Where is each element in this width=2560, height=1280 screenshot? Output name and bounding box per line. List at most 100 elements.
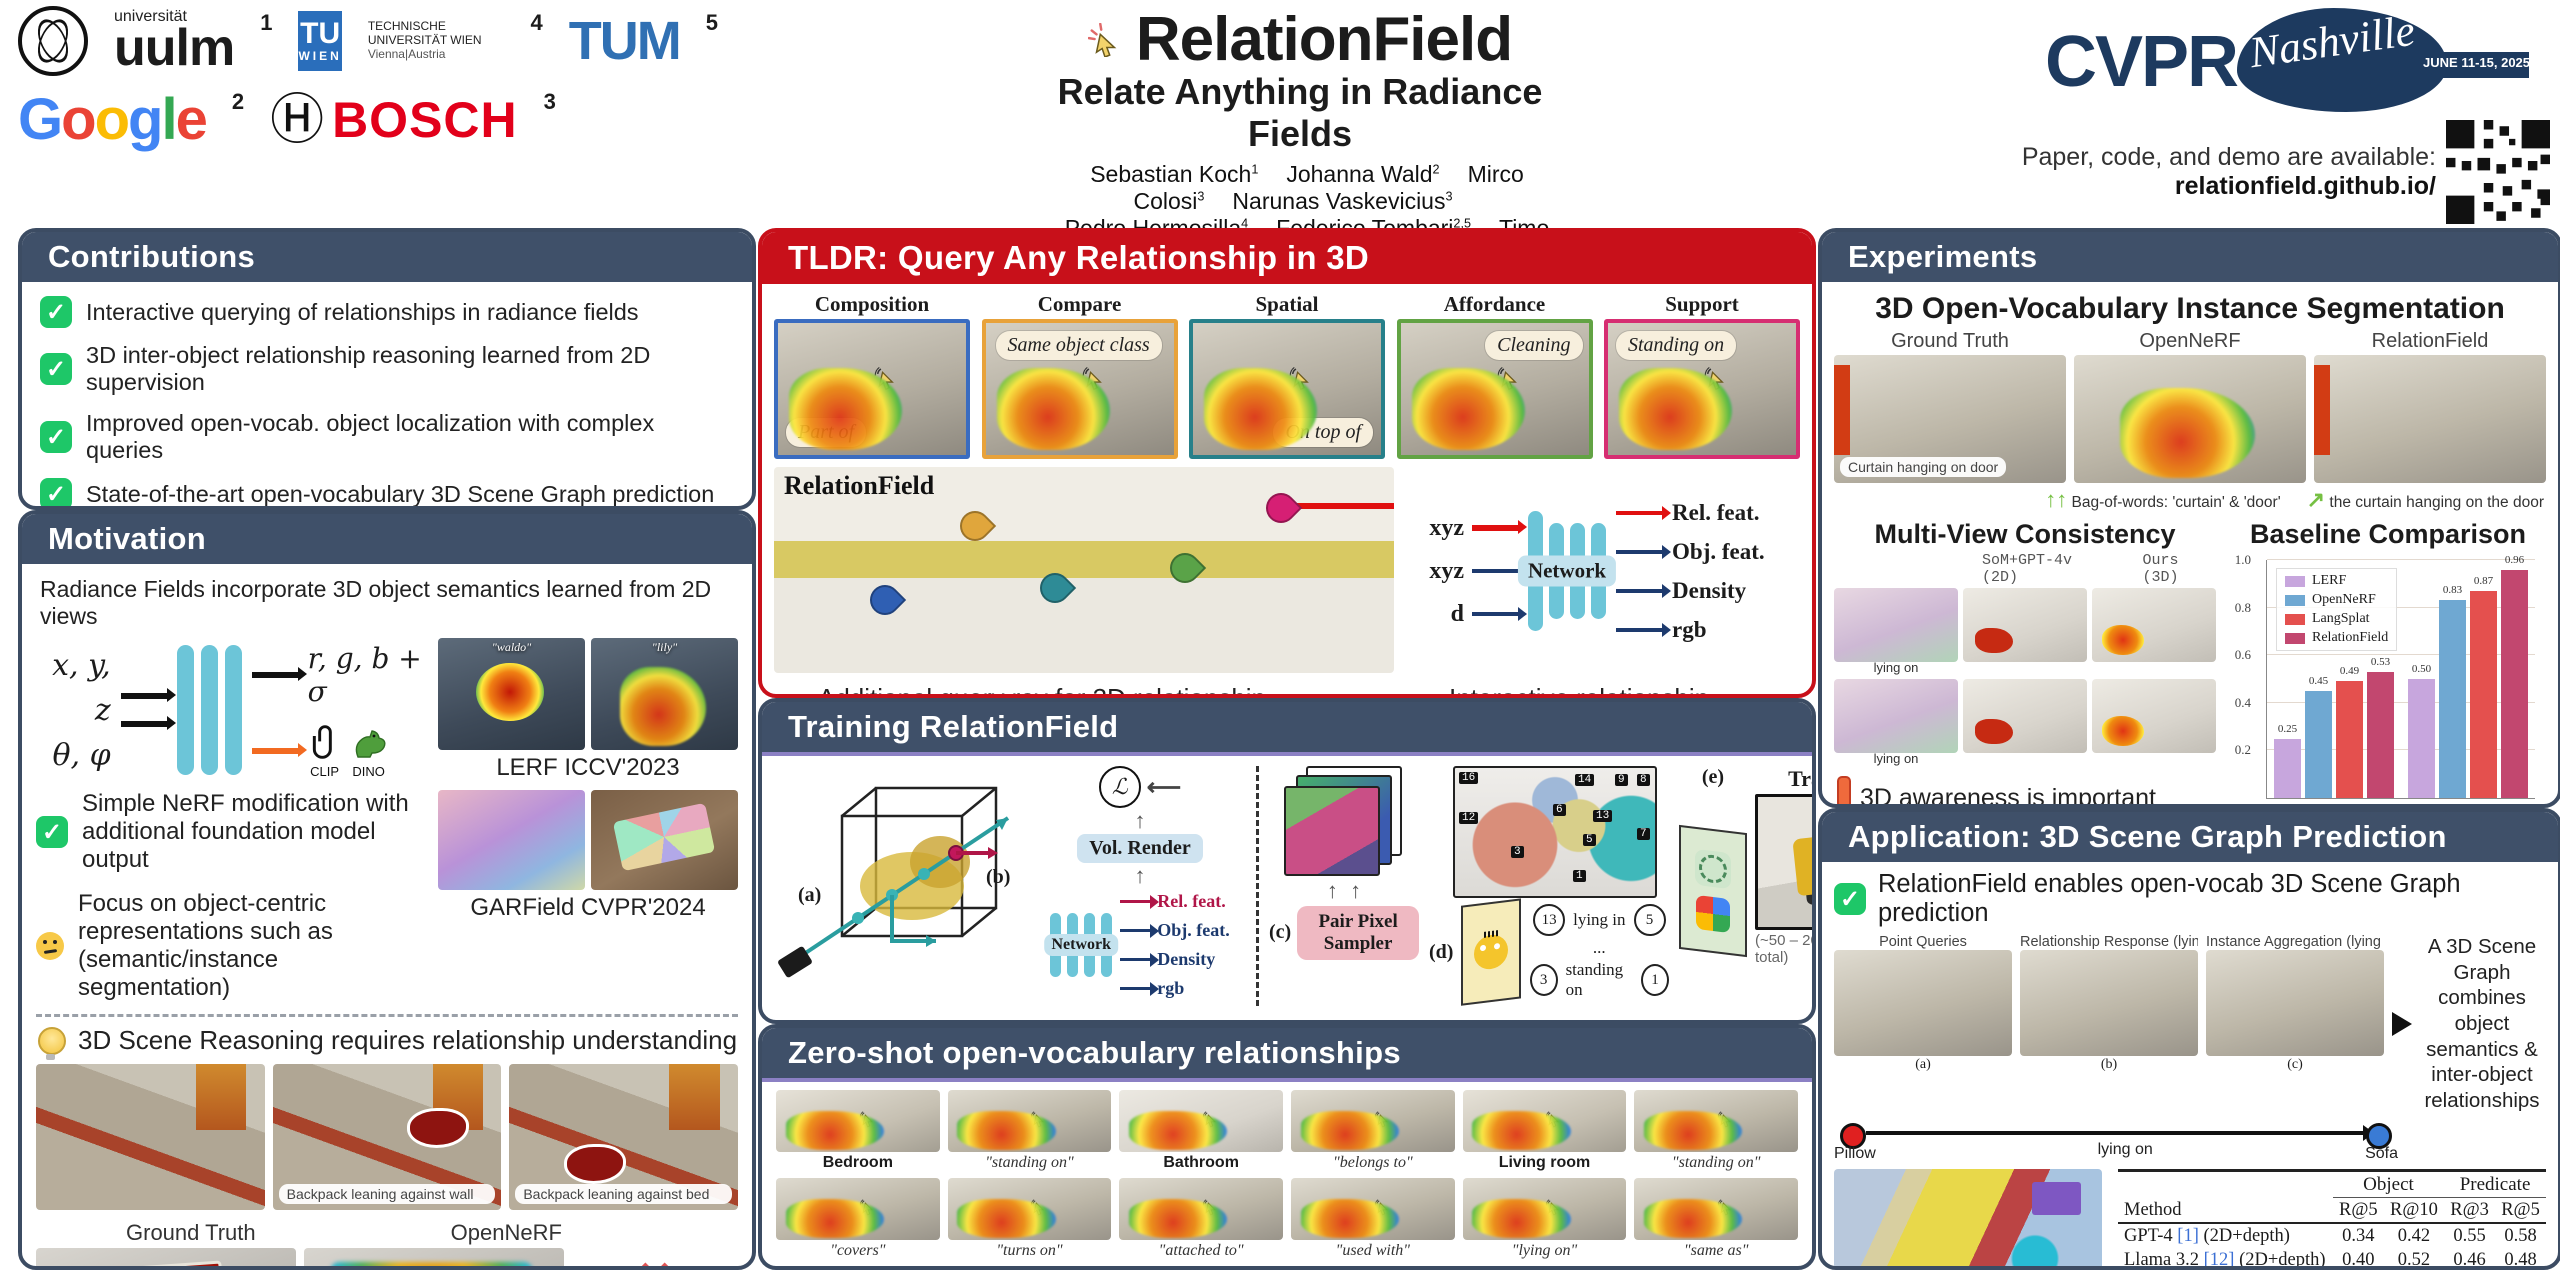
project-url[interactable]: relationfield.github.io/ <box>2174 172 2436 200</box>
query-ray <box>1274 503 1394 509</box>
note-3d-awareness: 3D awareness is important <box>1834 776 2216 804</box>
seg-col-label: Ground Truth <box>1891 330 2009 352</box>
query-chip: Curtain hanging on door <box>1840 457 2007 477</box>
google-letter: l <box>161 87 177 152</box>
cursor-click-icon <box>1029 1198 1047 1216</box>
mv-row-label: lying on <box>1873 660 1919 675</box>
zeroshot-caption: Bedroom <box>822 1154 893 1171</box>
uulm-logo: universität uulm <box>114 8 235 77</box>
scene-image-bed: Backpack leaning against bed <box>509 1064 739 1210</box>
cursor-click-icon <box>858 1110 876 1128</box>
confused-face-icon <box>36 932 64 960</box>
poster-subtitle: Relate Anything in Radiance Fields <box>1057 71 1543 154</box>
cursor-click-icon <box>1373 1110 1391 1128</box>
instance-id-badge: 12 <box>1459 812 1479 824</box>
dino-logo: DINO <box>352 724 386 779</box>
bar-value: 0.25 <box>2277 722 2298 735</box>
training-image-group: (e) Training Image (~50 – 200 training i… <box>1679 766 1812 966</box>
cursor-click-icon <box>1080 365 1106 391</box>
google-letter: o <box>61 87 96 152</box>
gridline <box>2267 559 2535 560</box>
tldr-panel-title: Compare <box>1037 292 1122 316</box>
x-tick-label: Acc <box>2454 802 2480 804</box>
arrow-icon <box>1616 505 1672 520</box>
bert-icon <box>1474 932 1509 972</box>
seg-ground-truth-image: Curtain hanging on door <box>1834 355 2066 483</box>
google-letter: g <box>128 87 163 152</box>
instance-id-badge: 7 <box>1637 828 1650 840</box>
tldr-network-diagram: xyz xyz d Network Rel. feat. <box>1394 467 1800 675</box>
arrow-icon: ↑ <box>1134 863 1146 888</box>
zeroshot-caption: "standing on" <box>1671 1154 1761 1171</box>
legend-entry: OpenNeRF <box>2285 592 2388 608</box>
edge-to-label: Sofa <box>2365 1145 2398 1163</box>
application-check-item: RelationField enables open-vocab 3D Scen… <box>1834 870 2546 928</box>
network-output: rgb <box>1616 617 1765 643</box>
network-output: Obj. feat. <box>1616 539 1765 565</box>
motivation-cross-item: × Existing methods cannot understand com… <box>572 1248 738 1267</box>
pillow-node <box>1840 1123 1866 1150</box>
paperclip-icon <box>308 724 342 764</box>
zeroshot-caption: Bathroom <box>1163 1154 1239 1171</box>
y-tick-label: 0.2 <box>2234 742 2251 758</box>
relationship-chip: Same object class <box>995 331 1162 360</box>
instance-id-badge: 8 <box>1637 774 1650 786</box>
bar-relationfield: 0.53 <box>2367 656 2394 798</box>
annotation-query: the curtain hanging on the door <box>2329 494 2544 511</box>
arrow-icon <box>1616 544 1672 559</box>
bar-lerf: 0.50 <box>2408 663 2435 798</box>
label-a: (a) <box>798 884 822 906</box>
y-tick-label: 0.6 <box>2234 647 2251 663</box>
bar-relationfield: 0.96 <box>2501 554 2528 798</box>
mv-row-label: lying on <box>1873 751 1919 766</box>
opennerf-image <box>303 1248 564 1266</box>
vlm-logo-icon <box>1696 894 1730 934</box>
affil-sup-4: 4 <box>530 10 543 35</box>
pair-pixel-sampler-group: ↑ ↑ (c) Pair Pixel Sampler <box>1269 766 1419 960</box>
map-pin-icon <box>1163 546 1207 590</box>
motivation-intro: Radiance Fields incorporate 3D object se… <box>40 576 712 629</box>
tldr-card: TLDR: Query Any Relationship in 3D Compo… <box>758 228 1816 698</box>
instance-id-badge: 9 <box>1615 774 1628 786</box>
motivation-title: Motivation <box>22 514 752 564</box>
zeroshot-cell: Bedroom <box>776 1090 940 1172</box>
bosch-wordmark: BOSCH <box>332 91 518 148</box>
gridline <box>2267 606 2535 608</box>
lerf-figure: "waldo" "lily" LERF ICCV'2023 <box>438 638 738 782</box>
monitor-highlight <box>90 1260 227 1266</box>
arrow-icon <box>1472 607 1528 621</box>
garfield-caption: GARField CVPR'2024 <box>470 894 706 921</box>
zeroshot-image <box>776 1090 940 1152</box>
bar-langsplat: 0.87 <box>2470 575 2497 798</box>
arrow-icon <box>1120 953 1160 967</box>
contribution-text: Improved open-vocab. object localization… <box>86 410 655 463</box>
tldr-panel-image: Standing on <box>1604 319 1800 459</box>
edge-from-label: Pillow <box>1834 1145 1876 1163</box>
arrow-icon: ↑ <box>1134 808 1146 833</box>
lerf-tag: "lily" <box>651 640 678 654</box>
contribution-item: State-of-the-art open-vocabulary 3D Scen… <box>40 478 734 506</box>
step-label: Instance Aggregation (lying on) <box>2206 934 2384 950</box>
zeroshot-caption: "same as" <box>1683 1242 1749 1259</box>
llm-panel <box>1461 898 1522 1006</box>
map-pin-icon <box>863 578 907 622</box>
motivation-bulb-item: 3D Scene Reasoning requires relationship… <box>38 1025 738 1060</box>
zeroshot-caption: Living room <box>1498 1154 1591 1171</box>
step-sublabel: (a) <box>1915 1057 1931 1072</box>
edge-line <box>1866 1126 2374 1141</box>
zeroshot-caption: "used with" <box>1335 1242 1410 1259</box>
instance-id-badge: 1 <box>1573 870 1586 882</box>
cursor-click-icon <box>872 365 898 391</box>
author: Mirco Colosi3 <box>1133 161 1524 214</box>
tu-wien-logo: TU WIEN <box>298 11 342 71</box>
tldr-panel-image: Same object class <box>981 319 1178 459</box>
instance-id-badge: 3 <box>1511 846 1524 858</box>
training-network-diagram: ℒ ⟵ ↑ Vol. Render ↑ Network Rel. feat. <box>1034 766 1246 999</box>
backpack-highlight <box>407 1107 470 1148</box>
cursor-click-icon <box>1201 1198 1219 1216</box>
author: Narunas Vaskevicius3 <box>1232 188 1453 214</box>
check-icon <box>40 296 72 328</box>
